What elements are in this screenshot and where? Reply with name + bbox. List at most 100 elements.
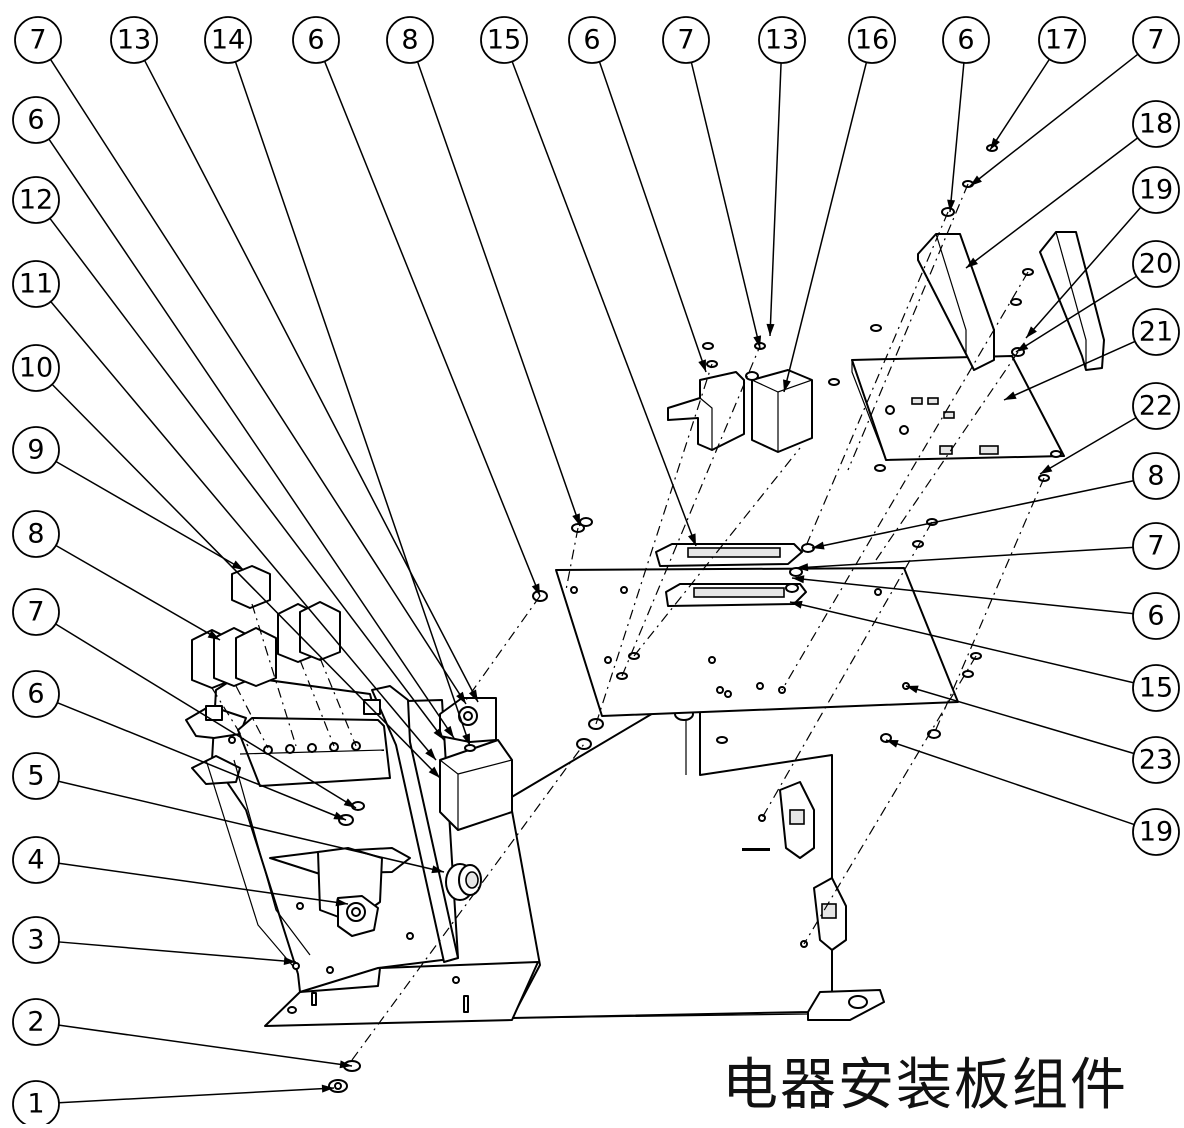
- leader-line: [791, 577, 1134, 615]
- leader-line: [58, 862, 349, 905]
- leader-line: [769, 62, 782, 337]
- balloon-circle: [292, 16, 340, 64]
- leader-arrowhead: [1004, 391, 1017, 400]
- balloon-circle: [12, 260, 60, 308]
- leader-arrowhead: [231, 560, 244, 570]
- balloon-circle: [12, 588, 60, 636]
- balloon-circle: [12, 344, 60, 392]
- part-balloon: 6: [568, 16, 616, 64]
- balloon-circle: [1132, 808, 1180, 856]
- balloon-number: 13: [765, 25, 799, 56]
- balloon-circle: [1132, 664, 1180, 712]
- balloon-number: 17: [1045, 25, 1079, 56]
- part-balloon: 17: [1038, 16, 1086, 64]
- leader-line: [55, 544, 221, 641]
- part-balloon: 19: [1132, 166, 1180, 214]
- leader-arrowhead: [990, 137, 1000, 150]
- part-balloon: 10: [12, 344, 60, 392]
- leader-line: [885, 739, 1135, 826]
- leader-arrowhead: [753, 335, 762, 348]
- part-5-knob: [445, 863, 482, 901]
- part-balloon: 6: [292, 16, 340, 64]
- leader-line: [511, 61, 697, 547]
- balloon-circle: [1132, 522, 1180, 570]
- leader-arrowhead: [886, 740, 899, 748]
- part-balloon: 13: [110, 16, 158, 64]
- part-balloon: 7: [14, 16, 62, 64]
- leader-arrowhead: [698, 359, 706, 372]
- part-4-component: [269, 847, 411, 937]
- balloon-number: 7: [1147, 25, 1164, 56]
- leader-line: [1039, 416, 1137, 475]
- balloon-circle: [14, 16, 62, 64]
- balloon-number: 6: [1147, 601, 1164, 632]
- base-frame: [185, 675, 885, 1027]
- part-balloon: 4: [12, 836, 60, 884]
- balloon-circle: [1038, 16, 1086, 64]
- leader-arrowhead: [283, 957, 296, 965]
- part-balloon: 22: [1132, 382, 1180, 430]
- balloon-number: 7: [27, 597, 44, 628]
- balloon-number: 8: [401, 25, 418, 56]
- leader-line: [598, 61, 707, 373]
- balloon-number: 15: [487, 25, 521, 56]
- part-13-14-bracket: [439, 697, 513, 831]
- leader-line: [51, 383, 441, 779]
- leader-line: [416, 61, 581, 527]
- balloon-circle: [12, 510, 60, 558]
- leader-arrowhead: [428, 766, 440, 778]
- upper-blocks: [667, 369, 813, 453]
- leader-line: [58, 941, 297, 963]
- leader-line: [1015, 275, 1137, 353]
- balloon-number: 7: [1147, 531, 1164, 562]
- leader-line: [905, 685, 1135, 755]
- part-balloon: 7: [12, 588, 60, 636]
- balloon-circle: [480, 16, 528, 64]
- balloon-number: 4: [27, 845, 44, 876]
- leader-line: [1025, 206, 1142, 339]
- part-balloon: 8: [1132, 452, 1180, 500]
- leader-arrowhead: [339, 1060, 352, 1069]
- balloon-circle: [848, 16, 896, 64]
- balloon-number: 9: [27, 435, 44, 466]
- part-15-connectors: [655, 543, 807, 607]
- leader-arrowhead: [207, 630, 220, 640]
- balloon-number: 7: [677, 25, 694, 56]
- leader-arrowhead: [335, 898, 348, 907]
- balloon-number: 8: [1147, 461, 1164, 492]
- balloon-number: 12: [19, 185, 53, 216]
- leader-line: [795, 546, 1134, 569]
- balloon-circle: [12, 96, 60, 144]
- balloon-circle: [204, 16, 252, 64]
- part-balloon: 15: [480, 16, 528, 64]
- part-balloon: 9: [12, 426, 60, 474]
- balloon-number: 19: [1139, 175, 1173, 206]
- part-balloon: 14: [204, 16, 252, 64]
- leader-arrowhead: [343, 798, 356, 808]
- leader-arrowhead: [796, 563, 809, 572]
- leader-arrowhead: [433, 728, 444, 740]
- leader-line: [811, 479, 1134, 549]
- leader-arrowhead: [425, 748, 436, 760]
- part-balloon: 2: [12, 998, 60, 1046]
- balloon-number: 13: [117, 25, 151, 56]
- balloon-circle: [110, 16, 158, 64]
- leader-arrowhead: [792, 575, 805, 584]
- balloon-circle: [12, 752, 60, 800]
- part-balloon: 13: [758, 16, 806, 64]
- part-balloon: 8: [12, 510, 60, 558]
- balloon-circle: [1132, 100, 1180, 148]
- leader-line: [1003, 340, 1136, 401]
- balloon-number: 6: [957, 25, 974, 56]
- balloon-circle: [386, 16, 434, 64]
- balloon-circle: [1132, 16, 1180, 64]
- balloon-circle: [12, 670, 60, 718]
- part-balloon: 18: [1132, 100, 1180, 148]
- leader-arrowhead: [468, 689, 478, 702]
- leader-arrowhead: [947, 199, 956, 212]
- leader-arrowhead: [790, 600, 803, 609]
- leader-arrowhead: [783, 379, 791, 392]
- leader-arrowhead: [431, 865, 444, 874]
